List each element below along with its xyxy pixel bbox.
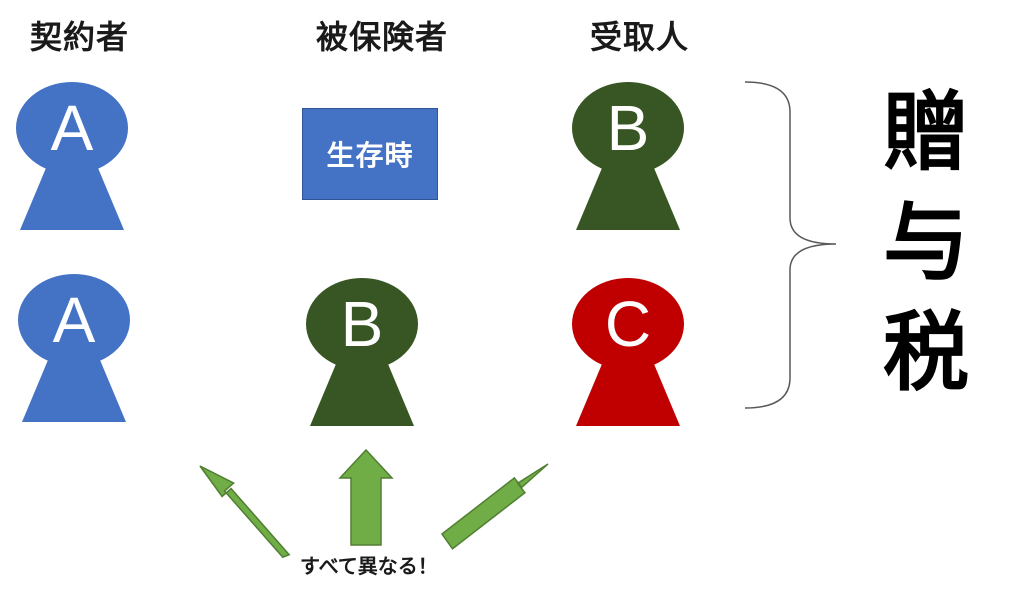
arrow-left-up-icon: [199, 465, 291, 559]
row1-contractor-person-icon: A: [12, 80, 132, 230]
all-different-note: すべて異なる！: [300, 554, 438, 578]
right-brace-icon: [744, 81, 837, 409]
row2-contractor-person-icon: A: [14, 272, 134, 422]
person-letter: B: [606, 92, 650, 164]
person-shape: [572, 82, 684, 230]
row2-insured-person-icon: B: [302, 276, 422, 426]
header-contractor: 契約者: [30, 18, 130, 56]
person-shape: [572, 278, 684, 426]
arrow-right-up-icon: [440, 463, 549, 550]
insured-status-box: 生存時: [302, 108, 438, 200]
row2-beneficiary-person-icon: C: [568, 276, 688, 426]
person-letter: A: [50, 92, 94, 164]
person-shape: [18, 274, 130, 422]
header-insured: 被保険者: [316, 18, 449, 56]
person-shape: [306, 278, 418, 426]
header-beneficiary: 受取人: [590, 18, 690, 56]
person-letter: B: [340, 288, 384, 360]
row1-beneficiary-person-icon: B: [568, 80, 688, 230]
person-letter: A: [52, 284, 96, 356]
arrow-up-icon: [338, 448, 394, 546]
person-letter: C: [604, 288, 652, 360]
person-shape: [16, 82, 128, 230]
gift-tax-label: 贈与税: [883, 83, 969, 403]
